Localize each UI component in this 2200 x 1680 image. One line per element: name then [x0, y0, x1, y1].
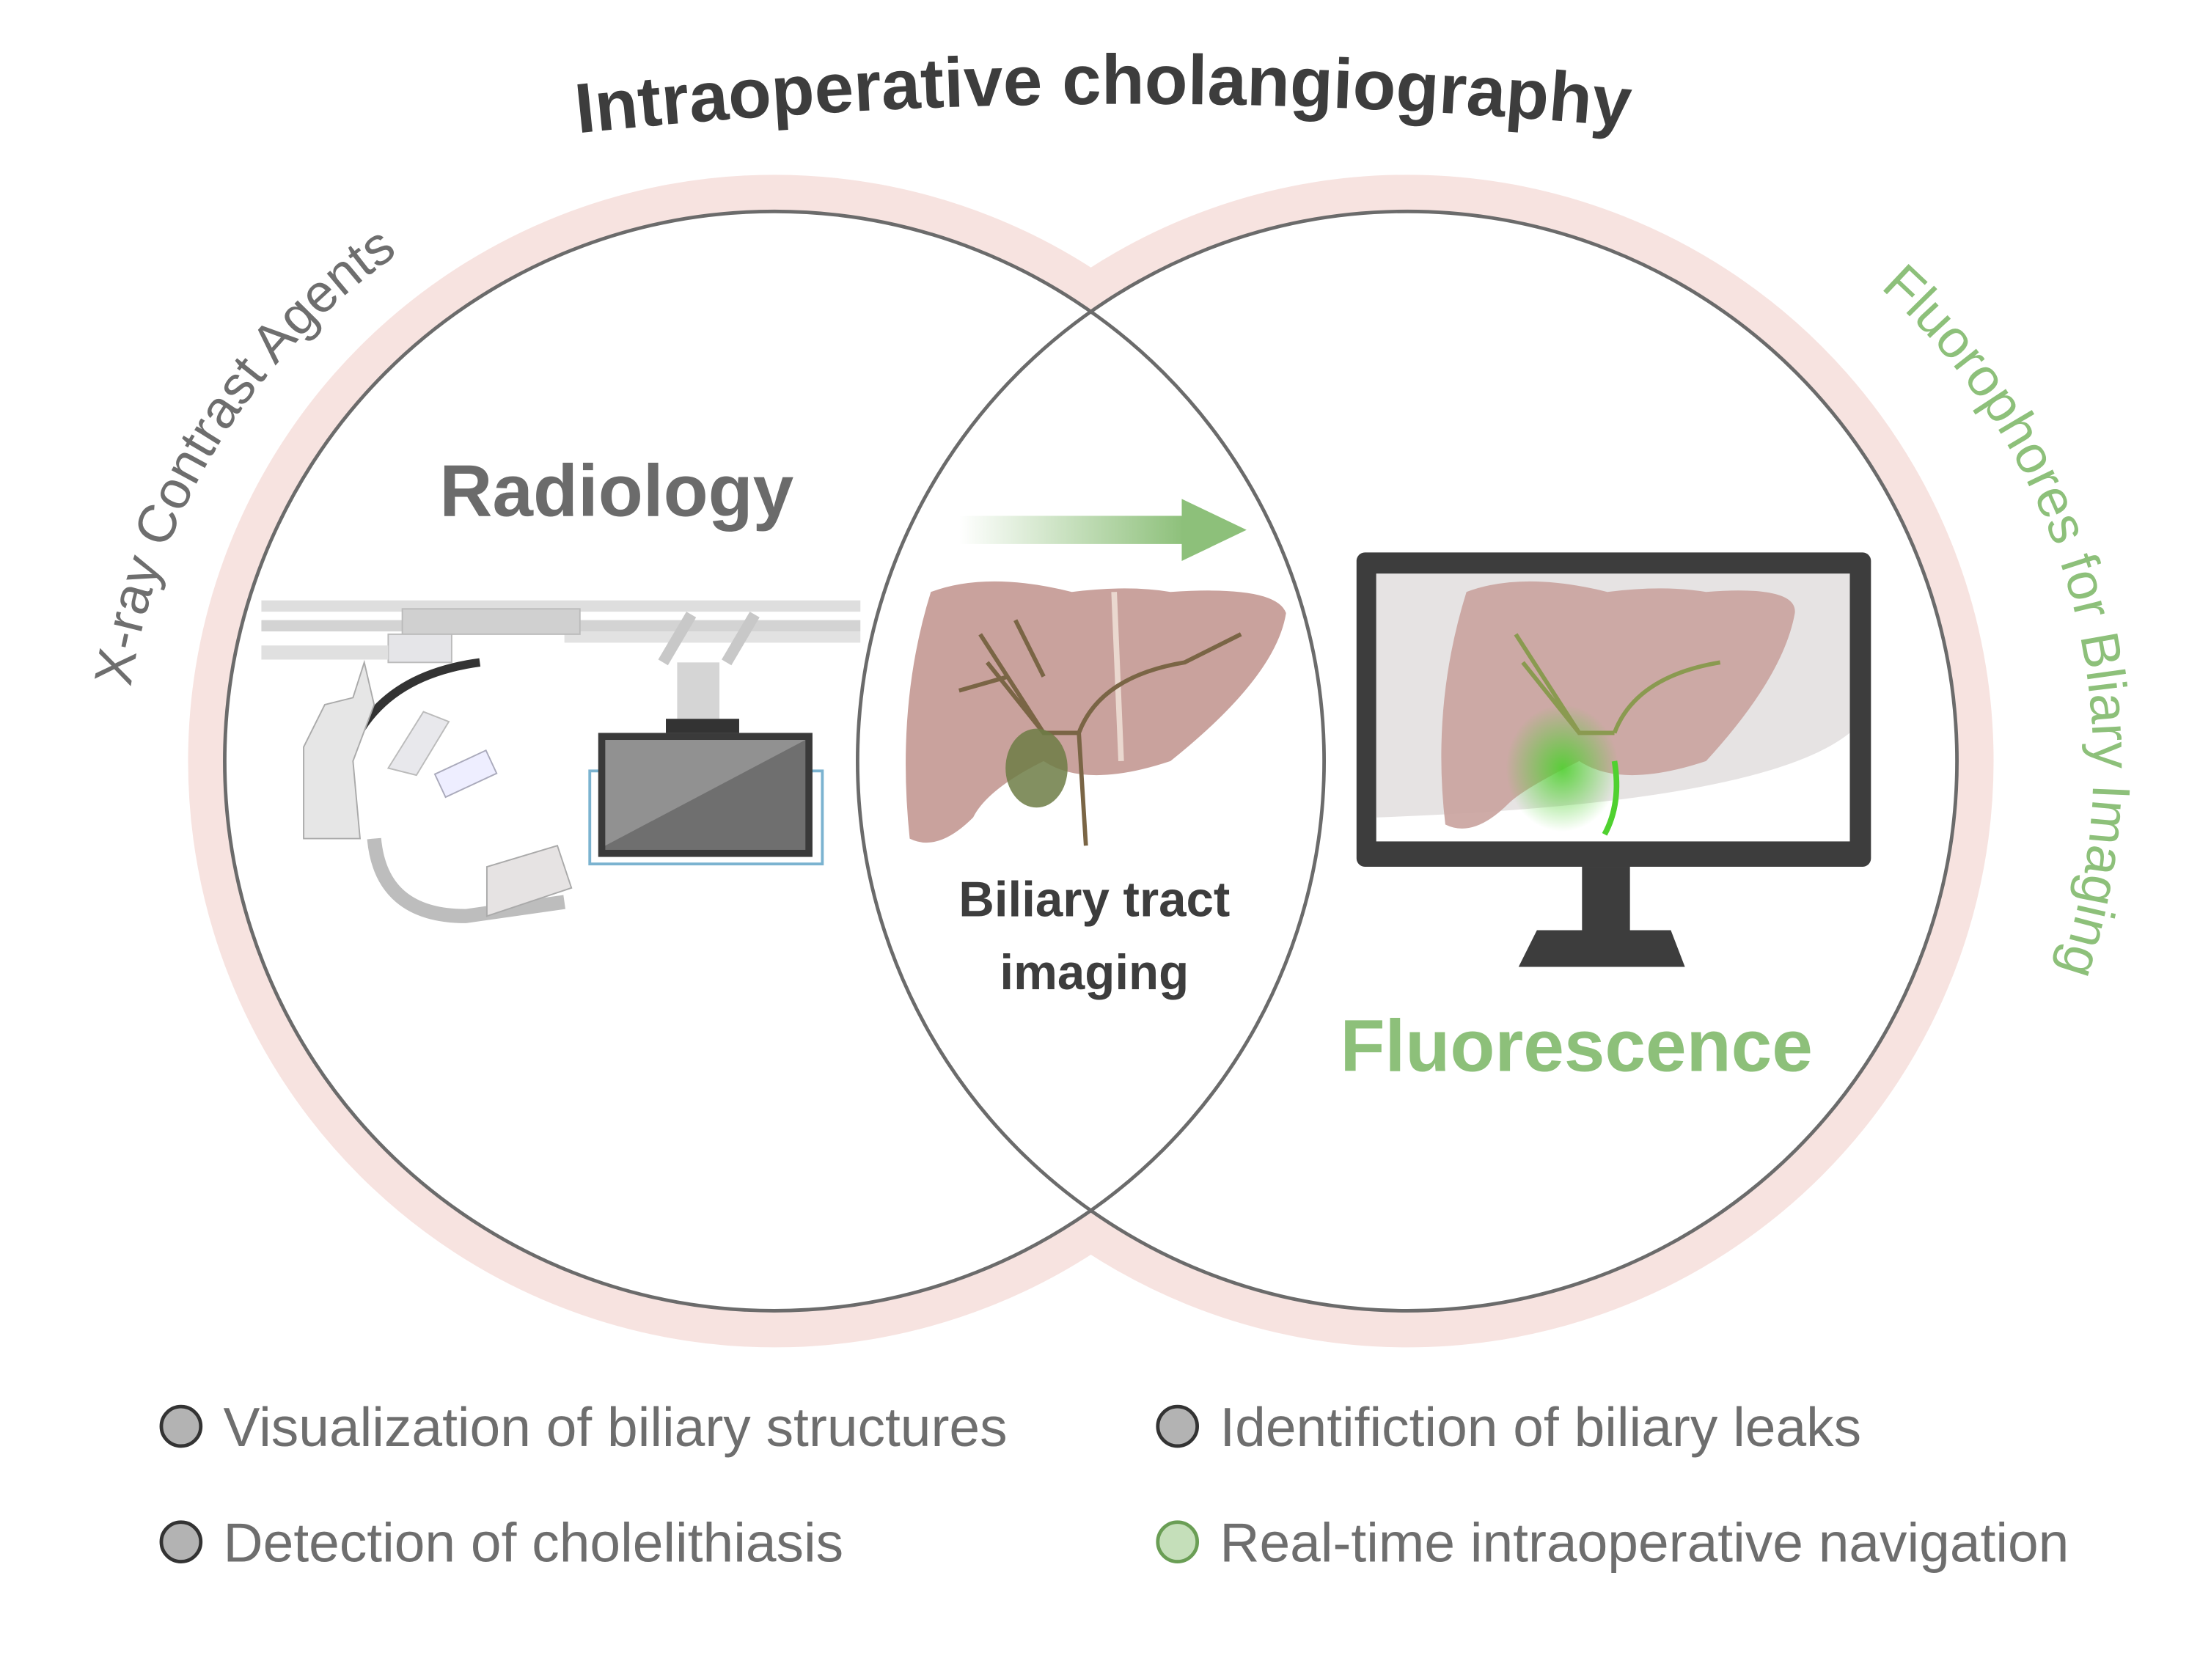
legend-item: Detection of cholelithiasis — [159, 1512, 844, 1574]
legend-item: Visualization of biliary structures — [159, 1396, 1008, 1458]
bullet-icon — [1156, 1404, 1200, 1448]
radiology-circle — [223, 209, 1326, 1313]
biliary-tract-label: Biliary tract — [958, 872, 1230, 927]
bullet-icon — [159, 1520, 203, 1563]
fluorescent-liver-illustration — [1441, 581, 1795, 836]
bullet-icon — [1156, 1520, 1200, 1563]
radiology-label: Radiology — [439, 450, 793, 532]
xray-c-arm-icon — [261, 600, 861, 923]
fluorescence-label: Fluorescence — [1340, 1006, 1812, 1087]
legend-item: Real-time intraoperative navigation — [1156, 1512, 2069, 1574]
legend-text: Identifiction of biliary leaks — [1220, 1396, 1861, 1458]
legend: Visualization of biliary structures Iden… — [159, 1396, 2069, 1574]
legend-item: Identifiction of biliary leaks — [1156, 1396, 1861, 1458]
legend-text: Real-time intraoperative navigation — [1220, 1512, 2069, 1574]
legend-text: Visualization of biliary structures — [224, 1396, 1008, 1458]
imaging-label: imaging — [1000, 945, 1189, 1000]
monitor-icon — [1356, 552, 1871, 967]
fluorescence-circle — [856, 209, 1959, 1313]
page-title: Intraoperative cholangiography — [571, 41, 1635, 149]
liver-illustration — [906, 581, 1286, 846]
legend-text: Detection of cholelithiasis — [224, 1512, 844, 1574]
arrow-icon — [958, 499, 1247, 561]
bullet-icon — [159, 1404, 203, 1448]
